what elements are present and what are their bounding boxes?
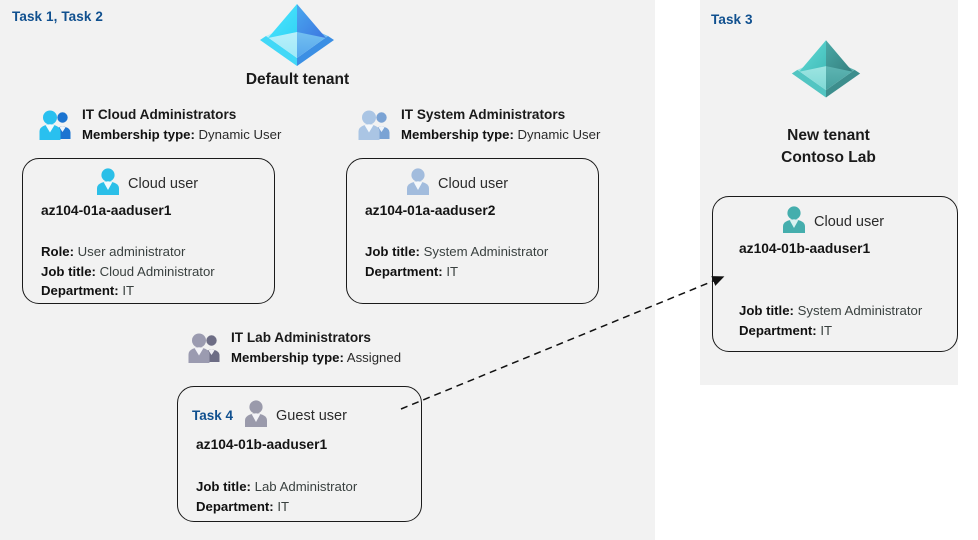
card-head: Cloud user	[781, 205, 884, 238]
group-name: IT Lab Administrators	[231, 330, 371, 345]
cloud-user-icon	[95, 167, 121, 200]
group-name: IT System Administrators	[401, 107, 566, 122]
prop-label: Department:	[739, 322, 817, 338]
group-name: IT Cloud Administrators	[82, 107, 237, 122]
prop-value: IT	[122, 283, 135, 298]
user-card-aaduser1b-cloud[interactable]: Cloud user az104-01b-aaduser1 Job title:…	[712, 196, 958, 352]
prop-label: Role:	[41, 244, 74, 259]
group-membership-label: Membership type:	[231, 350, 344, 365]
prop-value: System Administrator	[423, 244, 549, 259]
card-properties: Job title: Lab Administrator Department:…	[196, 477, 357, 516]
guest-user-icon	[243, 399, 269, 432]
card-kind-label: Guest user	[276, 407, 347, 424]
prop-label: Job title:	[365, 244, 420, 259]
card-head: Cloud user	[95, 167, 198, 200]
prop-value: System Administrator	[797, 303, 923, 318]
card-prop-role: Role: User administrator	[41, 242, 215, 262]
group-membership-value: Dynamic User	[517, 127, 601, 142]
card-prop-department: Department: IT	[365, 262, 548, 282]
card-prop-jobtitle: Job title: System Administrator	[365, 242, 548, 262]
prop-label: Job title:	[41, 263, 96, 279]
prop-value: Cloud Administrator	[99, 263, 215, 279]
card-head: Task 4 Guest user	[192, 399, 347, 432]
card-properties: Job title: System Administrator Departme…	[365, 242, 548, 281]
group-users-icon	[357, 109, 395, 146]
group-membership: Membership type: Dynamic User	[401, 124, 600, 145]
card-properties: Role: User administrator Job title: Clou…	[41, 242, 215, 301]
card-kind-label: Cloud user	[438, 175, 509, 192]
prop-value: IT	[277, 498, 290, 514]
task-label-1-2: Task 1, Task 2	[12, 9, 103, 24]
group-users-icon	[38, 109, 76, 146]
task-label-4: Task 4	[192, 408, 234, 423]
prop-label: Department:	[365, 263, 443, 279]
card-upn: az104-01b-aaduser1	[196, 437, 328, 452]
card-prop-department: Department: IT	[196, 497, 357, 517]
azure-ad-tenant-icon-new	[790, 38, 862, 103]
user-card-aaduser1b-guest[interactable]: Task 4 Guest user az104-01b-aaduser1 Job…	[177, 386, 422, 522]
card-head: Cloud user	[405, 167, 508, 200]
card-prop-jobtitle: Job title: Lab Administrator	[196, 477, 357, 497]
prop-label: Job title:	[739, 303, 794, 318]
prop-label: Department:	[196, 498, 274, 514]
group-membership: Membership type: Dynamic User	[82, 124, 281, 145]
group-membership: Membership type: Assigned	[231, 347, 401, 368]
prop-label: Job title:	[196, 479, 251, 494]
cloud-user-icon	[405, 167, 431, 200]
card-prop-jobtitle: Job title: Cloud Administrator	[41, 262, 215, 282]
card-kind-label: Cloud user	[814, 213, 885, 230]
card-properties: Job title: System Administrator Departme…	[739, 301, 922, 340]
card-prop-department: Department: IT	[739, 321, 922, 341]
user-card-aaduser2-cloud[interactable]: Cloud user az104-01a-aaduser2 Job title:…	[346, 158, 599, 304]
group-membership-label: Membership type:	[82, 127, 195, 142]
card-upn: az104-01b-aaduser1	[739, 241, 871, 256]
prop-value: IT	[820, 322, 833, 338]
tenant-title-new-line2: Contoso Lab	[781, 149, 876, 166]
user-card-aaduser1-cloud[interactable]: Cloud user az104-01a-aaduser1 Role: User…	[22, 158, 275, 304]
prop-label: Department:	[41, 283, 119, 298]
group-membership-value: Dynamic User	[198, 127, 282, 142]
azure-ad-tenant-icon-default	[258, 2, 336, 71]
panel-default-tenant	[0, 0, 655, 540]
card-prop-jobtitle: Job title: System Administrator	[739, 301, 922, 321]
cloud-user-icon	[781, 205, 807, 238]
tenant-title-new-line1: New tenant	[787, 127, 870, 144]
tenant-title-default: Default tenant	[245, 71, 350, 88]
card-prop-department: Department: IT	[41, 281, 215, 301]
prop-value: User administrator	[77, 244, 186, 259]
card-upn: az104-01a-aaduser1	[41, 203, 172, 218]
task-label-3: Task 3	[711, 12, 753, 27]
card-kind-label: Cloud user	[128, 175, 199, 192]
card-upn: az104-01a-aaduser2	[365, 203, 496, 218]
prop-value: Lab Administrator	[254, 479, 358, 494]
prop-value: IT	[446, 263, 459, 279]
group-membership-value: Assigned	[346, 350, 402, 365]
group-membership-label: Membership type:	[401, 127, 514, 142]
group-users-icon	[187, 332, 225, 369]
